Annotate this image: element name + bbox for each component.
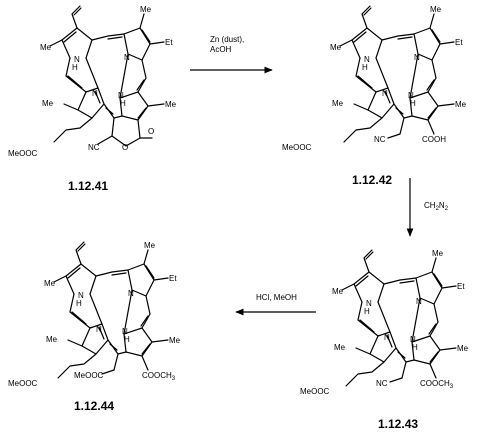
reagent-hcl-meoh: HCl, MeOH — [256, 293, 297, 302]
methyl-ester-label: COOCH3 — [420, 379, 454, 390]
ethyl-label: Et — [165, 38, 173, 47]
atom-h: H — [412, 343, 418, 352]
atom-nh: N — [366, 299, 372, 308]
methyl-label: Me — [144, 241, 156, 250]
branch-ester-label: MeOOC — [74, 371, 104, 380]
ethyl-label: Et — [457, 282, 465, 291]
atom-n: N — [414, 53, 420, 62]
carbonyl-oxygen: O — [148, 127, 154, 136]
nitrile-label: NC — [374, 135, 386, 144]
atom-n: N — [382, 89, 388, 98]
compound-1-12-42: N H N N H N Me Me Et Me Me COOH NC MeOOC — [282, 5, 467, 152]
atom-n: N — [128, 289, 134, 298]
methyl-label: Me — [330, 43, 342, 52]
atom-nh: N — [410, 335, 416, 344]
atom-nh: N — [74, 55, 80, 64]
methyl-label: Me — [432, 249, 444, 258]
atom-nh: N — [122, 327, 128, 336]
atom-nh: N — [364, 55, 370, 64]
atom-n: N — [416, 297, 422, 306]
atom-n: N — [384, 333, 390, 342]
compound-1-12-43: N H N N H N Me Me Et Me Me COOCH3 NC MeO… — [300, 249, 469, 396]
methyl-label: Me — [332, 99, 344, 108]
reagent-diazomethane: CH2N2 — [424, 201, 449, 212]
compound-id: 1.12.42 — [352, 173, 392, 187]
atom-n: N — [96, 325, 102, 334]
methyl-label: Me — [455, 100, 467, 109]
methyl-label: Me — [457, 344, 469, 353]
compound-id: 1.12.43 — [378, 417, 418, 431]
compound-1-12-44: N H N N H N Me Me Et Me Me COOCH3 MeOOC … — [8, 241, 181, 388]
ethyl-label: Et — [455, 38, 463, 47]
atom-h: H — [120, 99, 126, 108]
atom-n: N — [124, 53, 130, 62]
ester-label: MeOOC — [8, 379, 38, 388]
atom-h: H — [410, 99, 416, 108]
compound-id: 1.12.44 — [74, 399, 114, 413]
atom-h: H — [364, 307, 370, 316]
methyl-label: Me — [44, 279, 56, 288]
methyl-label: Me — [46, 335, 58, 344]
ester-label: MeOOC — [282, 143, 312, 152]
reagent-acoh: AcOH — [210, 45, 232, 54]
methyl-label: Me — [430, 5, 442, 14]
methyl-ester-label: COOCH3 — [142, 371, 176, 382]
methyl-label: Me — [334, 343, 346, 352]
atom-h: H — [72, 63, 78, 72]
atom-h: H — [124, 335, 130, 344]
ester-label: MeOOC — [300, 387, 330, 396]
ethyl-label: Et — [169, 274, 177, 283]
methyl-label: Me — [332, 287, 344, 296]
nitrile-label: NC — [88, 143, 100, 152]
acid-label: COOH — [422, 135, 446, 144]
methyl-label: Me — [169, 336, 181, 345]
methyl-label: Me — [42, 99, 54, 108]
nitrile-label: NC — [376, 379, 388, 388]
atom-nh: N — [118, 91, 124, 100]
atom-nh: N — [408, 91, 414, 100]
methyl-label: Me — [140, 5, 152, 14]
compound-1-12-41: N H N N H N Me Me Et Me Me O O NC MeOOC … — [8, 5, 177, 193]
atom-nh: N — [78, 291, 84, 300]
atom-h: H — [362, 63, 368, 72]
atom-n: N — [92, 89, 98, 98]
ester-label: MeOOC — [8, 149, 38, 158]
atom-h: H — [76, 299, 82, 308]
reagent-zn: Zn (dust), — [210, 35, 244, 44]
ring-oxygen: O — [122, 143, 128, 152]
methyl-label: Me — [165, 100, 177, 109]
methyl-label: Me — [40, 43, 52, 52]
compound-id: 1.12.41 — [68, 179, 108, 193]
